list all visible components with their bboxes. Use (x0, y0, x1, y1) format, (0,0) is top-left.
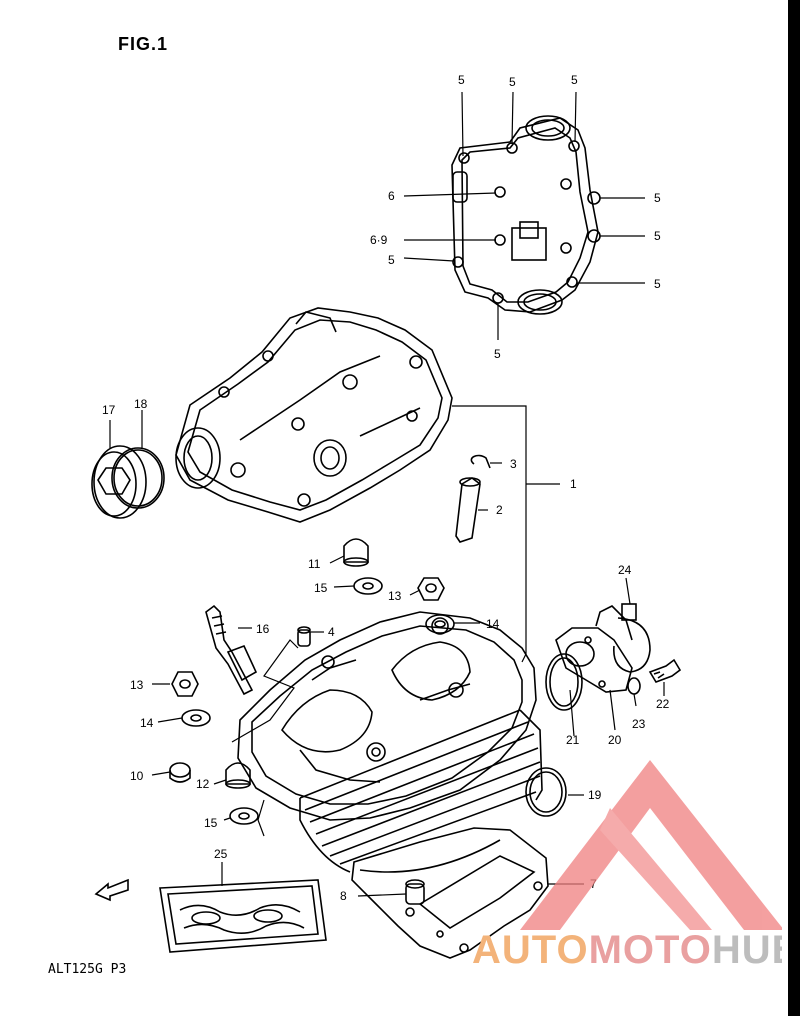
callout-11: 11 (308, 557, 321, 571)
dowel-pin-4 (297, 626, 311, 647)
callout-17: 17 (102, 403, 116, 417)
leader-lines (109, 91, 665, 897)
callout-5: 5 (654, 277, 661, 291)
callout-6: 6 (388, 189, 395, 203)
callout-5: 5 (388, 253, 395, 267)
callout-18: 18 (134, 397, 148, 411)
callout-22: 22 (656, 697, 670, 711)
callout-8: 8 (340, 889, 347, 903)
plug-19 (525, 767, 567, 817)
intake-clamp (613, 603, 651, 673)
callout-13: 13 (130, 678, 144, 692)
callout-3: 3 (510, 457, 517, 471)
washer-15-bottom (229, 807, 259, 825)
callout-2: 2 (496, 503, 503, 517)
callout-6-9: 6·9 (370, 233, 388, 247)
callout-24: 24 (618, 563, 632, 577)
callout-16: 16 (256, 622, 270, 636)
figure-title: FIG.1 (118, 34, 169, 54)
cap-nut-11 (343, 538, 369, 567)
valve-cover-gasket-outline (451, 115, 601, 315)
callout-5: 5 (458, 73, 465, 87)
washer-14-left (181, 709, 211, 727)
callout-15: 15 (204, 816, 218, 830)
scan-edge-bar (782, 0, 800, 1016)
callout-14: 14 (486, 617, 500, 631)
callout-19: 19 (588, 788, 602, 802)
valve-cover (175, 307, 453, 523)
washer-23 (627, 677, 641, 695)
callout-23: 23 (632, 717, 646, 731)
washer-15-top (353, 577, 383, 595)
callout-5: 5 (494, 347, 501, 361)
cylinder (299, 709, 543, 873)
callout-20: 20 (608, 733, 622, 747)
diagram-code: ALT125G P3 (48, 962, 127, 977)
cylinder-head (237, 611, 537, 821)
valve-guide (455, 454, 491, 543)
intake-pipe (545, 605, 633, 711)
nut-13-left (171, 671, 199, 697)
gasket-set-25 (159, 879, 327, 953)
cap-nut-12 (225, 762, 251, 789)
automotohub-logo-mark (520, 760, 784, 930)
callout-1: 1 (570, 477, 577, 491)
callout-25: 25 (214, 847, 228, 861)
callout-5: 5 (654, 191, 661, 205)
front-direction-arrow-icon (94, 878, 129, 902)
callout-12: 12 (196, 777, 210, 791)
callout-14: 14 (140, 716, 154, 730)
callout-10: 10 (130, 769, 144, 783)
bolt-22 (648, 658, 682, 683)
callout-5: 5 (654, 229, 661, 243)
callout-15: 15 (314, 581, 328, 595)
tappet-cap (91, 445, 165, 519)
automotohub-watermark: AUTOMOTOHUB (472, 928, 800, 972)
spark-plug (205, 604, 258, 696)
callout-5: 5 (509, 75, 516, 89)
callout-21: 21 (566, 733, 580, 747)
callout-5: 5 (571, 73, 578, 87)
callout-13: 13 (388, 589, 402, 603)
callout-labels: 5 5 5 6 6·9 5 5 5 5 5 1 2 3 17 18 11 15 … (102, 73, 670, 903)
nut-13-top (417, 577, 445, 601)
cap-10 (169, 762, 191, 783)
callout-4: 4 (328, 625, 335, 639)
